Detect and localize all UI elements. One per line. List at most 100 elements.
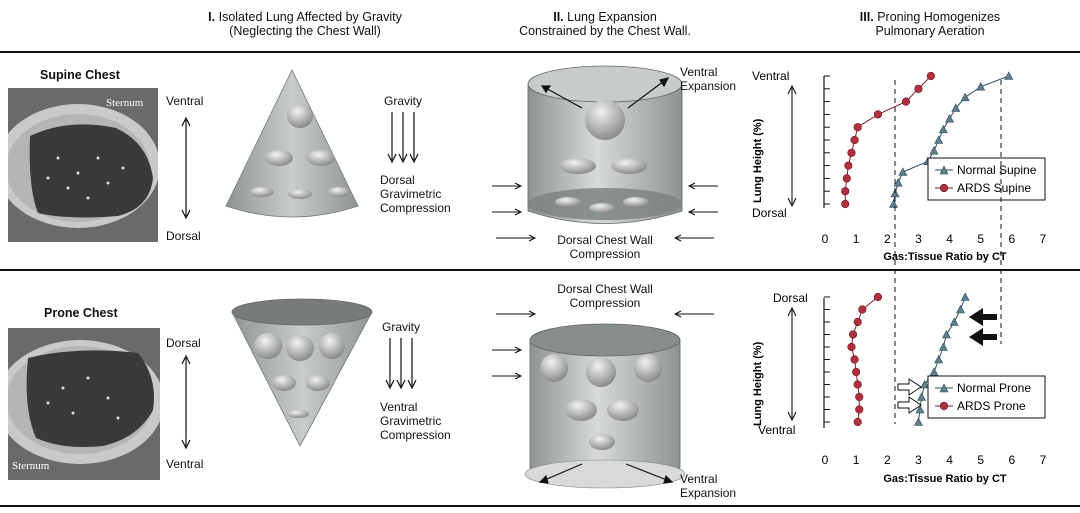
chart2-xtick-label: 2 xyxy=(884,453,891,467)
column-header-1-title: Isolated Lung Affected by Gravity xyxy=(218,10,402,24)
chart2-series-1-point xyxy=(917,392,927,401)
chart1-series-2-point xyxy=(901,97,911,106)
supine-chest-wall-line-2: Compression xyxy=(569,247,641,261)
chart2-yarrow xyxy=(787,306,797,422)
supine-compression-line-2: Gravimetric xyxy=(380,187,442,201)
chart2-xtick-label: 7 xyxy=(1040,453,1047,467)
prone-axis-bottom-label: Ventral xyxy=(166,457,204,471)
column-header-1-number: I. xyxy=(208,10,216,24)
chart2-series-1-point xyxy=(949,317,959,326)
chart2-series-1-point xyxy=(915,404,925,414)
chart2-legend-normal: Normal Prone xyxy=(957,381,1031,395)
prone-compression-label: Ventral Gravimetric Compression xyxy=(380,400,451,442)
prone-axis-top-label: Dorsal xyxy=(166,336,201,350)
prone-title: Prone Chest xyxy=(44,306,118,320)
chart2-series-1-point xyxy=(941,329,951,339)
chart1-series-2-point xyxy=(841,199,850,209)
chart1-xtick-label: 3 xyxy=(915,232,922,246)
column-header-3-title: Proning Homogenizes xyxy=(877,10,1001,24)
chart2-xtick-label: 6 xyxy=(1009,453,1016,467)
chart1-series-2-point xyxy=(841,187,850,196)
chart1-xtick-label: 2 xyxy=(884,232,891,246)
supine-compression-line-1: Dorsal xyxy=(380,173,415,187)
column-header-2: II. Lung Expansion Constrained by the Ch… xyxy=(490,10,720,38)
prone-compression-line-2: Gravimetric xyxy=(380,414,442,428)
chart1-series-1-point xyxy=(934,135,944,144)
chart1-series-2-point xyxy=(853,123,862,132)
chart1-series-1-point xyxy=(938,124,948,134)
chart2-series-2-point xyxy=(853,317,862,327)
chart1-series-2-point xyxy=(914,84,923,93)
chart1-ybottom-label: Dorsal xyxy=(752,206,787,220)
column-header-2-subtitle: Constrained by the Chest Wall. xyxy=(519,24,691,38)
rule-middle xyxy=(0,269,1080,271)
chart2-series-1-point xyxy=(920,379,930,389)
chart1-series-1-point xyxy=(945,114,955,123)
chart2-series-1-point xyxy=(938,342,948,351)
chart1-xtick-label: 5 xyxy=(977,232,984,246)
column-header-2-number: II. xyxy=(553,10,564,24)
chart1-series-1-point xyxy=(890,188,900,198)
supine-axis-bottom-label: Dorsal xyxy=(166,229,201,243)
chart1-series-1-point xyxy=(929,146,939,155)
chart1-series-1-point xyxy=(951,103,961,112)
chart1-series-1-point xyxy=(960,92,970,102)
prone-compression-line-3: Compression xyxy=(380,428,451,442)
supine-title: Supine Chest xyxy=(40,68,120,82)
column-header-3-subtitle: Pulmonary Aeration xyxy=(875,24,985,38)
supine-axis-arrow xyxy=(181,116,191,220)
supine-ct-sternum-label: Sternum xyxy=(106,97,144,109)
chart2-series-1-point xyxy=(913,417,923,426)
prone-chest-wall-line-2: Compression xyxy=(569,296,641,310)
chart2-xtick-label: 5 xyxy=(977,453,984,467)
supine-cylinder-diagram xyxy=(492,65,718,242)
column-header-2-title: Lung Expansion xyxy=(567,10,657,24)
supine-expansion-label: Ventral Expansion xyxy=(680,65,736,93)
chart2-series-2-point xyxy=(852,367,861,377)
chart2-ylabel: Lung Height (%) xyxy=(752,341,764,426)
supine-chest-wall-label: Dorsal Chest Wall Compression xyxy=(535,233,675,261)
chart2-series-1-point xyxy=(934,354,944,364)
column-header-1: I. Isolated Lung Affected by Gravity (Ne… xyxy=(175,10,435,38)
chart2-ytop-label: Dorsal xyxy=(773,291,808,305)
chart2-xlabel: Gas:Tissue Ratio by CT xyxy=(883,473,1007,485)
dashed-guide-lines xyxy=(894,80,1002,424)
supine-compression-label: Dorsal Gravimetric Compression xyxy=(380,173,451,215)
chart2-xtick-label: 4 xyxy=(946,453,953,467)
chart2-series-1-point xyxy=(960,292,970,301)
chart1-series-1-point xyxy=(893,178,903,187)
chart1-legend-ards: ARDS Supine xyxy=(957,181,1031,195)
prone-ct-sternum-label: Sternum xyxy=(12,460,50,472)
chart1-legend-normal: Normal Supine xyxy=(957,163,1037,177)
chart2-legend: Normal Prone ARDS Prone xyxy=(927,375,1046,419)
chart1-ytop-label: Ventral xyxy=(752,69,789,83)
chart1-legend: Normal Supine ARDS Supine xyxy=(927,157,1046,201)
prone-ct-image xyxy=(8,328,160,480)
supine-cone-diagram xyxy=(225,69,359,218)
prone-gravity-arrows xyxy=(385,338,417,390)
rule-bottom xyxy=(0,505,1080,507)
supine-expansion-line-2: Expansion xyxy=(680,79,737,93)
chart2-series-2-point xyxy=(847,342,856,352)
supine-ct-image xyxy=(8,88,158,242)
chart1-xtick-label: 7 xyxy=(1040,232,1047,246)
supine-gravity-label: Gravity xyxy=(384,94,423,108)
chart1-series-1-point xyxy=(976,82,986,91)
chart1-series-2-point xyxy=(850,135,859,145)
chart2-xtick-label: 0 xyxy=(822,453,829,467)
prone-chest-wall-line-1: Dorsal Chest Wall xyxy=(557,282,653,296)
chart1-xtick-label: 6 xyxy=(1009,232,1016,246)
supine-compression-line-3: Compression xyxy=(380,201,451,215)
chart1-series-2-point xyxy=(847,148,856,157)
chart2-series-2-point xyxy=(848,330,858,339)
chart1-series-2-point xyxy=(926,71,935,81)
chart1-series-2-point xyxy=(844,161,853,170)
prone-chest-wall-label: Dorsal Chest Wall Compression xyxy=(535,282,675,310)
chart2-xtick-label: 3 xyxy=(915,453,922,467)
rule-top xyxy=(0,51,1080,53)
chart1-xtick-label: 0 xyxy=(822,232,829,246)
chart2-series-2-point xyxy=(855,392,864,402)
chart1-series-1-point xyxy=(898,167,908,176)
